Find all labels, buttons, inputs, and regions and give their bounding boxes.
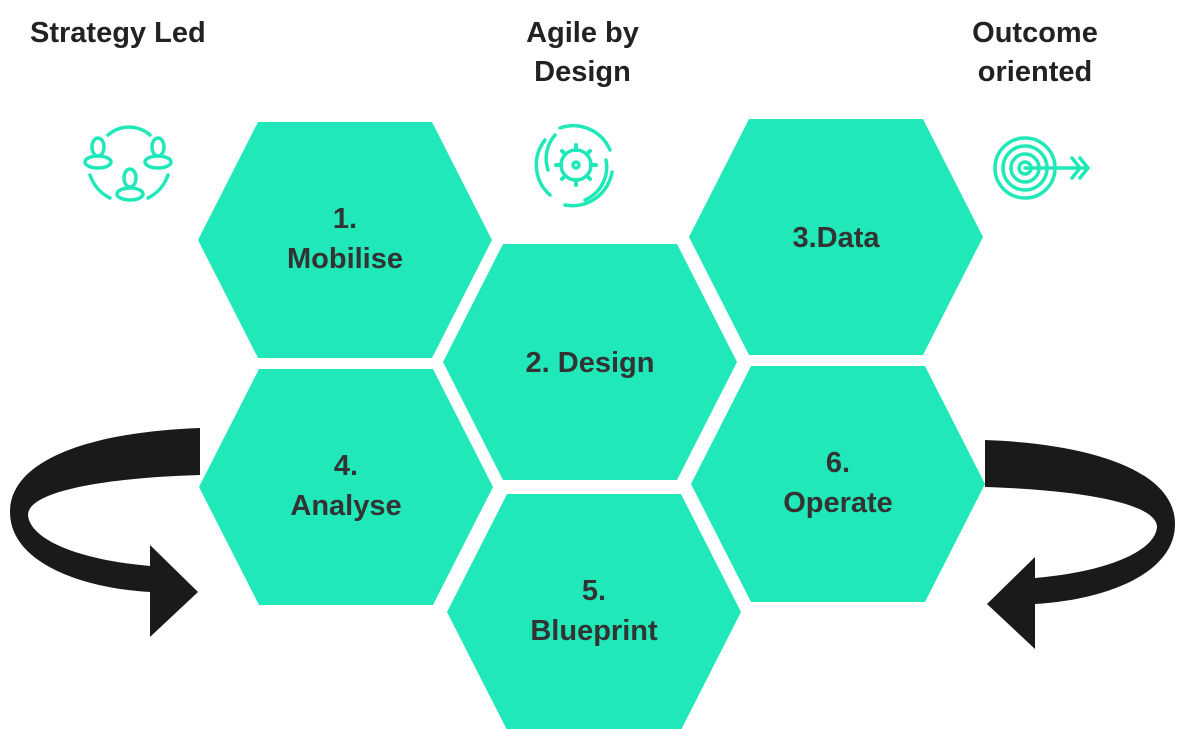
cycle-arrow-right — [985, 440, 1175, 649]
hexagon-label-data: 3.Data — [792, 222, 880, 254]
heading-strategy-led: Strategy Led — [30, 17, 206, 49]
hexagon-label-blueprint: 5. — [582, 575, 606, 607]
people-network-icon — [83, 125, 173, 202]
hexagon-mobilise — [198, 122, 492, 358]
hexagon-label-mobilise: 1. — [333, 203, 357, 235]
heading-line: Agile by — [526, 17, 639, 49]
hexagon-label-blueprint: Blueprint — [530, 615, 658, 647]
hexagon-label-operate: 6. — [826, 447, 850, 479]
hexagon-label-mobilise: Mobilise — [287, 243, 403, 275]
hexagon-design — [443, 244, 737, 480]
heading-line: Design — [534, 56, 631, 88]
target-arrow-icon — [993, 136, 1091, 200]
hexagon-label-analyse: 4. — [334, 450, 358, 482]
heading-line: Outcome — [972, 17, 1098, 49]
hexagon-analyse — [199, 369, 493, 605]
gear-cycle-icon — [534, 124, 614, 208]
heading-agile-by-design: Agile by Design — [480, 14, 685, 92]
hexagon-label-design: 2. Design — [526, 347, 655, 379]
hexagon-label-analyse: Analyse — [290, 490, 401, 522]
cycle-arrow-left — [10, 428, 200, 637]
heading-line: oriented — [977, 56, 1093, 88]
hexagon-label-operate: Operate — [783, 487, 893, 519]
hexagon-operate — [691, 366, 985, 602]
hexagon-blueprint — [447, 494, 741, 729]
hexagon-data — [689, 119, 983, 355]
heading-outcome-oriented: Outcome oriented — [935, 14, 1135, 92]
